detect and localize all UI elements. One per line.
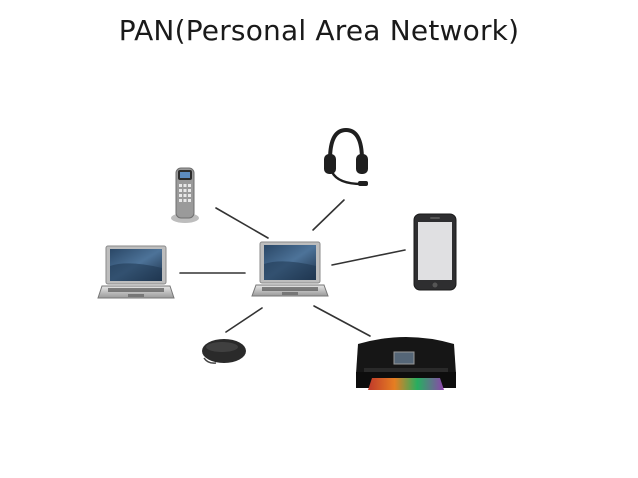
headset-node bbox=[324, 127, 368, 186]
cordless-phone-icon bbox=[171, 167, 199, 223]
link-printer bbox=[313, 305, 371, 337]
laptop-icon bbox=[97, 245, 175, 299]
link-mouse bbox=[225, 307, 263, 333]
printer-node bbox=[356, 337, 456, 390]
left-laptop-node bbox=[97, 245, 175, 299]
link-smartphone bbox=[331, 249, 406, 266]
mouse-node bbox=[202, 339, 246, 364]
center-laptop-node bbox=[251, 241, 329, 297]
page-title: PAN(Personal Area Network) bbox=[118, 14, 520, 47]
printer-icon bbox=[356, 337, 456, 390]
smartphone-node bbox=[413, 213, 457, 291]
connections bbox=[179, 199, 406, 337]
mouse-icon bbox=[202, 339, 246, 364]
link-cordless-phone bbox=[215, 207, 269, 239]
link-headset bbox=[312, 199, 345, 231]
laptop-icon bbox=[251, 241, 329, 297]
cordless-phone-node bbox=[171, 167, 199, 223]
smartphone-icon bbox=[413, 213, 457, 291]
headset-icon bbox=[324, 127, 368, 186]
